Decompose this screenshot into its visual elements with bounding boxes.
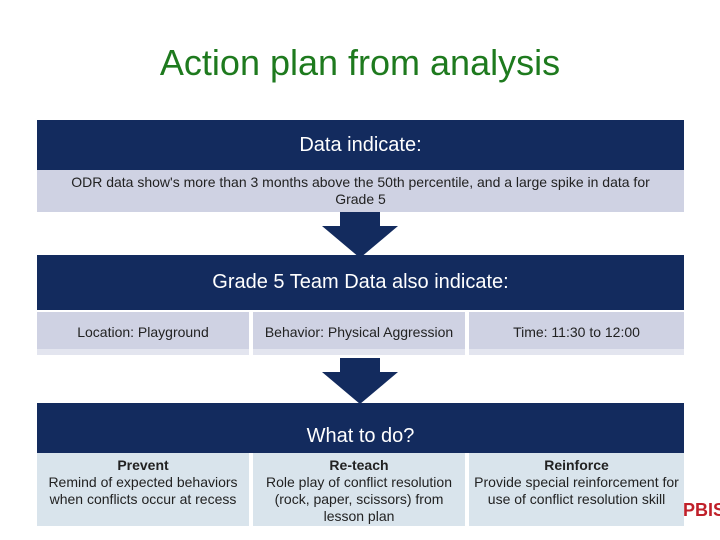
time-cell: Time: 11:30 to 12:00: [469, 312, 684, 352]
card-heading: Reinforce: [544, 457, 609, 473]
odr-data-summary: ODR data show's more than 3 months above…: [37, 170, 684, 212]
behavior-cell: Behavior: Physical Aggression: [253, 312, 465, 352]
reteach-card: Re-teach Role play of conflict resolutio…: [253, 453, 465, 526]
reinforce-card: Reinforce Provide special reinforcement …: [469, 453, 684, 526]
data-indicate-header: Data indicate:: [37, 120, 684, 170]
card-heading: Re-teach: [329, 457, 389, 473]
down-arrow-icon: [322, 212, 398, 258]
card-text: Provide special reinforcement for use of…: [474, 474, 679, 507]
card-heading: Prevent: [117, 457, 169, 473]
cell-underline: [253, 349, 465, 355]
card-text: Remind of expected behaviors when confli…: [48, 474, 238, 507]
down-arrow-icon: [322, 358, 398, 404]
card-text: Role play of conflict resolution (rock, …: [266, 474, 452, 524]
what-to-do-header: What to do?: [37, 403, 684, 453]
pbis-logo: PBIS: [683, 500, 720, 520]
what-to-do-label: What to do?: [306, 425, 415, 447]
slide-title: Action plan from analysis: [159, 42, 561, 83]
prevent-card: Prevent Remind of expected behaviors whe…: [37, 453, 249, 526]
grade5-team-data-header: Grade 5 Team Data also indicate:: [37, 255, 684, 310]
cell-underline: [469, 349, 684, 355]
location-cell: Location: Playground: [37, 312, 249, 352]
cell-underline: [37, 349, 249, 355]
